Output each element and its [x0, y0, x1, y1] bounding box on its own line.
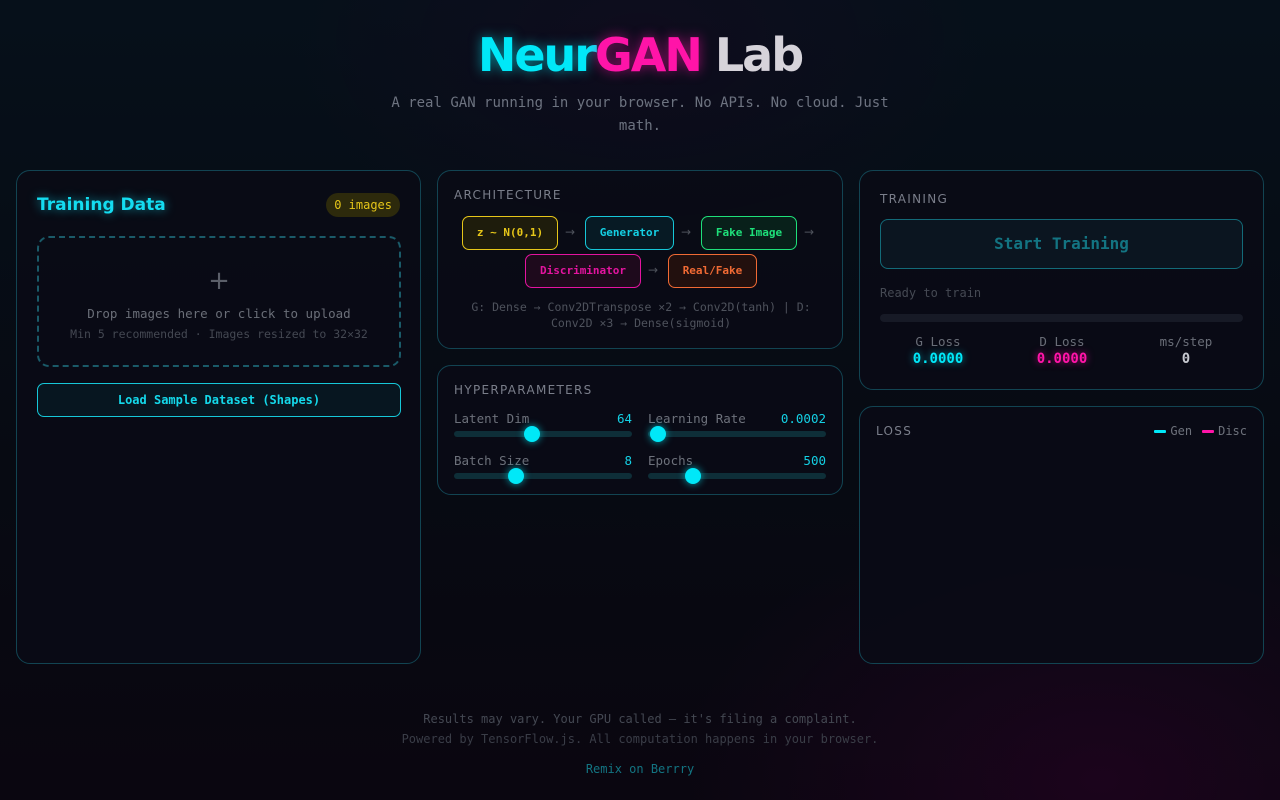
training-label: TRAINING [880, 192, 949, 206]
training-data-title: Training Data [37, 195, 166, 215]
latent-dim-slider-thumb[interactable] [524, 426, 540, 442]
batch-size-slider[interactable] [454, 473, 632, 479]
footer-disclaimer: Results may vary. Your GPU called — it's… [423, 712, 857, 726]
learning-rate-slider-thumb[interactable] [650, 426, 666, 442]
latent-dim-slider[interactable] [454, 431, 632, 437]
ms-step-value: 0 [1181, 351, 1191, 367]
subtitle: A real GAN running in your browser. No A… [391, 95, 889, 134]
app-title: NeurGAN Lab [0, 28, 1280, 82]
g-loss-stat: G Loss 0.0000 [878, 334, 998, 367]
upload-dropzone[interactable]: + Drop images here or click to upload Mi… [37, 236, 401, 367]
title-neur: Neur [477, 28, 597, 82]
epochs-label: Epochs [648, 453, 694, 468]
latent-dim-value: 64 [616, 411, 632, 426]
legend-disc-swatch [1202, 429, 1215, 433]
d-loss-stat: D Loss 0.0000 [1002, 334, 1122, 367]
remix-link[interactable]: Remix on Berrry [585, 762, 695, 776]
architecture-description: G: Dense → Conv2DTranspose ×2 → Conv2D(t… [471, 300, 811, 330]
g-loss-label: G Loss [915, 334, 961, 349]
loss-chart-panel: LOSS Gen Disc [859, 406, 1264, 664]
learning-rate-slider[interactable] [648, 431, 826, 437]
training-panel: TRAINING Start Training Ready to train G… [859, 170, 1264, 390]
legend-gen: Gen [1154, 424, 1192, 438]
d-loss-value: 0.0000 [1036, 351, 1088, 367]
start-training-button[interactable]: Start Training [880, 219, 1243, 269]
training-status: Ready to train [880, 286, 982, 300]
node-discriminator: Discriminator [525, 254, 641, 288]
g-loss-value: 0.0000 [912, 351, 964, 367]
node-generator: Generator [585, 216, 674, 250]
loss-legend: Gen Disc [1154, 424, 1247, 438]
legend-disc-label: Disc [1218, 424, 1247, 438]
load-sample-dataset-button[interactable]: Load Sample Dataset (Shapes) [37, 383, 401, 417]
dropzone-text: Drop images here or click to upload [87, 306, 351, 321]
ms-step-stat: ms/step 0 [1126, 334, 1246, 367]
legend-gen-swatch [1154, 429, 1167, 433]
epochs-value: 500 [803, 453, 826, 468]
training-progress-bar [880, 314, 1243, 322]
dropzone-hint: Min 5 recommended · Images resized to 32… [70, 327, 368, 341]
architecture-label: ARCHITECTURE [454, 188, 562, 202]
learning-rate-label: Learning Rate [648, 411, 746, 426]
ms-step-label: ms/step [1159, 334, 1213, 349]
epochs-slider[interactable] [648, 473, 826, 479]
hyperparameters-label: HYPERPARAMETERS [454, 383, 593, 397]
batch-size-value: 8 [624, 453, 632, 468]
architecture-panel: ARCHITECTURE z ~ N(0,1) → Generator → Fa… [437, 170, 843, 349]
node-latent: z ~ N(0,1) [462, 216, 558, 250]
node-fake-image: Fake Image [701, 216, 797, 250]
latent-dim-label: Latent Dim [454, 411, 530, 426]
arrow-icon: → [565, 225, 576, 239]
hyperparameters-panel: HYPERPARAMETERS Latent Dim 64 Learning R… [437, 365, 843, 495]
title-lab: Lab [714, 28, 804, 82]
arrow-icon: → [804, 225, 815, 239]
d-loss-label: D Loss [1039, 334, 1085, 349]
image-count-badge: 0 images [326, 193, 400, 217]
batch-size-slider-thumb[interactable] [508, 468, 524, 484]
legend-disc: Disc [1202, 424, 1247, 438]
legend-gen-label: Gen [1170, 424, 1193, 438]
plus-icon: + [208, 266, 230, 296]
title-gan: GAN [594, 28, 703, 82]
arrow-icon: → [681, 225, 692, 239]
loss-label: LOSS [876, 424, 913, 438]
node-real-fake: Real/Fake [668, 254, 757, 288]
learning-rate-value: 0.0002 [780, 411, 826, 426]
footer-powered-by: Powered by TensorFlow.js. All computatio… [401, 732, 879, 746]
batch-size-label: Batch Size [454, 453, 530, 468]
epochs-slider-thumb[interactable] [685, 468, 701, 484]
arrow-icon: → [648, 263, 659, 277]
training-data-panel: Training Data 0 images + Drop images her… [16, 170, 421, 664]
